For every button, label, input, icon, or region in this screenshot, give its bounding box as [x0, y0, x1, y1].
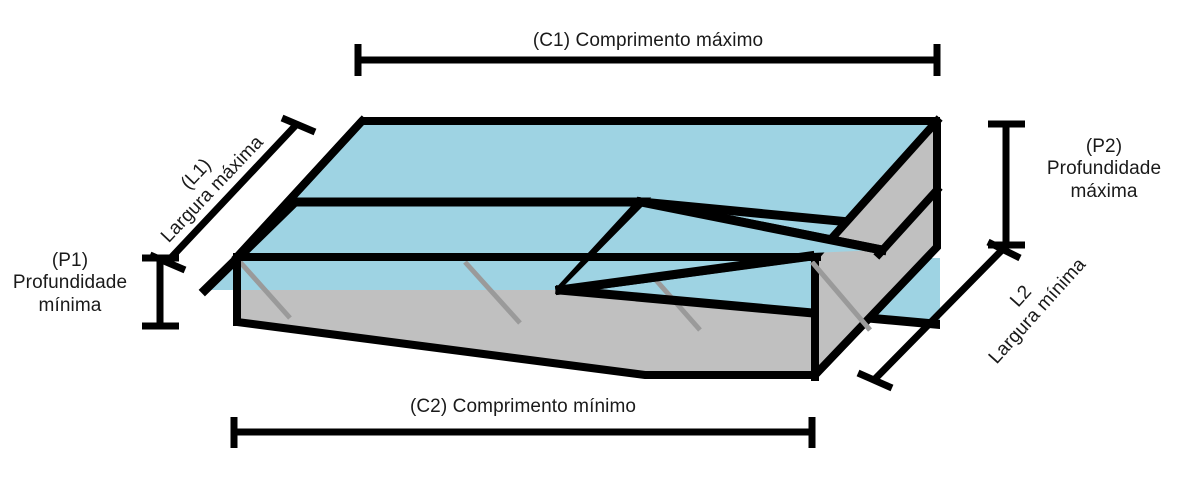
- label-p2-line2: máxima: [1070, 180, 1138, 202]
- label-p1-line1: Profundidade: [12, 272, 128, 294]
- dimension-line-c1: [354, 44, 941, 76]
- label-p2-code: (P2): [1085, 136, 1123, 157]
- l2-cap-bottom: [856, 369, 894, 392]
- label-c2: (C2) Comprimento mínimo: [409, 396, 637, 417]
- label-p1-line2: mínima: [38, 294, 102, 316]
- floor-slope-lower-clip-2: [554, 250, 816, 296]
- l2-cap-top: [986, 238, 1022, 262]
- inner-rim-left-edge: [198, 195, 302, 297]
- label-p1-code: (P1): [51, 250, 89, 271]
- l1-cap-top: [280, 114, 317, 136]
- dimension-line-l2: [856, 238, 1022, 392]
- label-p2: (P2) Profundidade máxima: [1029, 136, 1179, 203]
- shadow-line-right-restore: [810, 260, 872, 332]
- dimension-line-l1: [148, 114, 317, 274]
- deep-end-inner-wall-edge-restore: [873, 184, 943, 260]
- label-c1: (C1) Comprimento máximo: [532, 30, 764, 51]
- l1-cap-bottom: [148, 251, 187, 274]
- floor-slope-break-clip-2: [635, 196, 888, 256]
- pool-body: [198, 110, 1187, 400]
- l2-line: [871, 247, 1005, 383]
- label-p2-line1: Profundidade: [1046, 158, 1162, 180]
- l1-line: [164, 122, 299, 265]
- dimension-line-c2: [230, 417, 816, 448]
- shallow-floor-panel: [205, 202, 641, 290]
- deep-water-restore: [563, 206, 878, 287]
- deck-right-top-edge-restore: [809, 115, 943, 263]
- label-p1: (P1) Profundidade mínima: [0, 250, 140, 317]
- pool-outer-silhouette-restore: [812, 121, 941, 378]
